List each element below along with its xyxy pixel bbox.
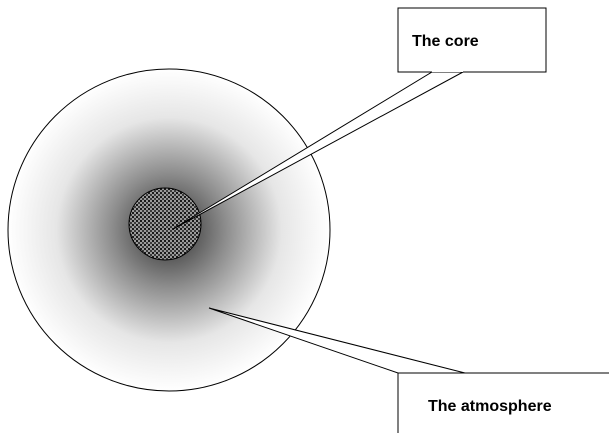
atmosphere-callout-box-fill (398, 373, 609, 433)
core-label: The core (412, 33, 479, 50)
atmosphere-label: The atmosphere (428, 398, 552, 415)
core-callout-box (397, 7, 547, 73)
core-circle (128, 187, 202, 261)
